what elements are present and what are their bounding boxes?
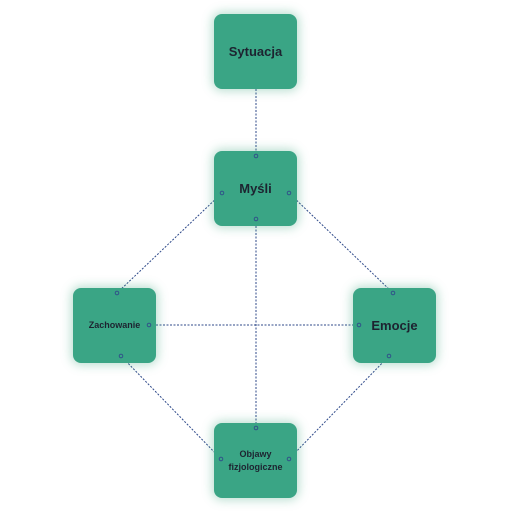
node-mysli: Myśli [214, 151, 297, 226]
connector-zachowanie-objawy [120, 355, 222, 460]
node-sytuacja-label: Sytuacja [228, 43, 283, 59]
node-sytuacja: Sytuacja [214, 14, 297, 89]
connector-mysli-zachowanie [116, 192, 223, 294]
node-zachowanie: Zachowanie [73, 288, 156, 363]
node-zachowanie-label: Zachowanie [88, 320, 141, 331]
node-emocje-label: Emocje [371, 317, 418, 333]
connector-emocje-objawy [288, 355, 390, 460]
node-emocje: Emocje [353, 288, 436, 363]
node-mysli-label: Myśli [239, 180, 272, 196]
node-objawy-fizjologiczne: Objawy fizjologiczne [214, 423, 297, 498]
node-objawy-label: Objawy fizjologiczne [228, 449, 283, 472]
connector-mysli-emocje [288, 192, 394, 294]
